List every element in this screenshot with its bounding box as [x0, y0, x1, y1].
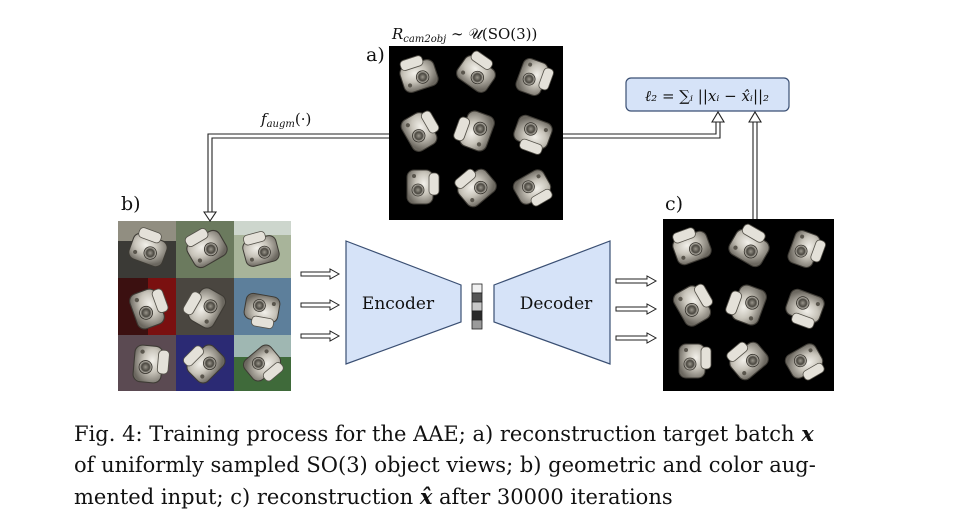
- encoder-block: [345, 240, 462, 365]
- loss-formula: ℓ₂ = ∑ᵢ ||xᵢ − x̂ᵢ||₂: [645, 87, 769, 105]
- augmentation-arrow: [202, 133, 389, 222]
- loss-box: [625, 77, 790, 112]
- label-a: a): [366, 44, 385, 66]
- augmentation-function: faugm(·): [260, 110, 311, 130]
- reconstruction-panel: [663, 219, 834, 391]
- target-batch-panel: [389, 46, 563, 220]
- caption-line-2: of uniformly sampled SO(3) object views;…: [74, 453, 816, 477]
- caption-line-1: Fig. 4: Training process for the AAE; a)…: [74, 421, 814, 446]
- augmented-input-panel: [118, 221, 291, 391]
- reconstructed-object-views: [668, 220, 829, 387]
- latent-code: [471, 283, 483, 330]
- target-to-loss-arrow: [563, 110, 725, 139]
- rotation-sampling-formula: Rcam2obj ∼ 𝒰(SO(3)): [391, 25, 537, 45]
- decoder-label: Decoder: [520, 294, 593, 314]
- reconstruction-to-loss-arrow: [748, 110, 762, 219]
- symbol-x: x: [801, 421, 814, 446]
- input-to-encoder-arrows: [300, 268, 341, 342]
- label-c: c): [665, 193, 683, 215]
- target-object-views: [395, 47, 557, 213]
- decoder-block: [493, 240, 611, 365]
- figure-caption: Fig. 4: Training process for the AAE; a)…: [74, 418, 914, 513]
- augmented-object-views: [126, 221, 288, 389]
- decoder-to-reconstruction-arrows: [615, 275, 658, 344]
- encoder-label: Encoder: [362, 294, 435, 314]
- symbol-x-hat: x̂: [419, 484, 433, 509]
- caption-line-3: mented input; c) reconstruction x̂ after…: [74, 484, 673, 509]
- label-b: b): [121, 193, 141, 215]
